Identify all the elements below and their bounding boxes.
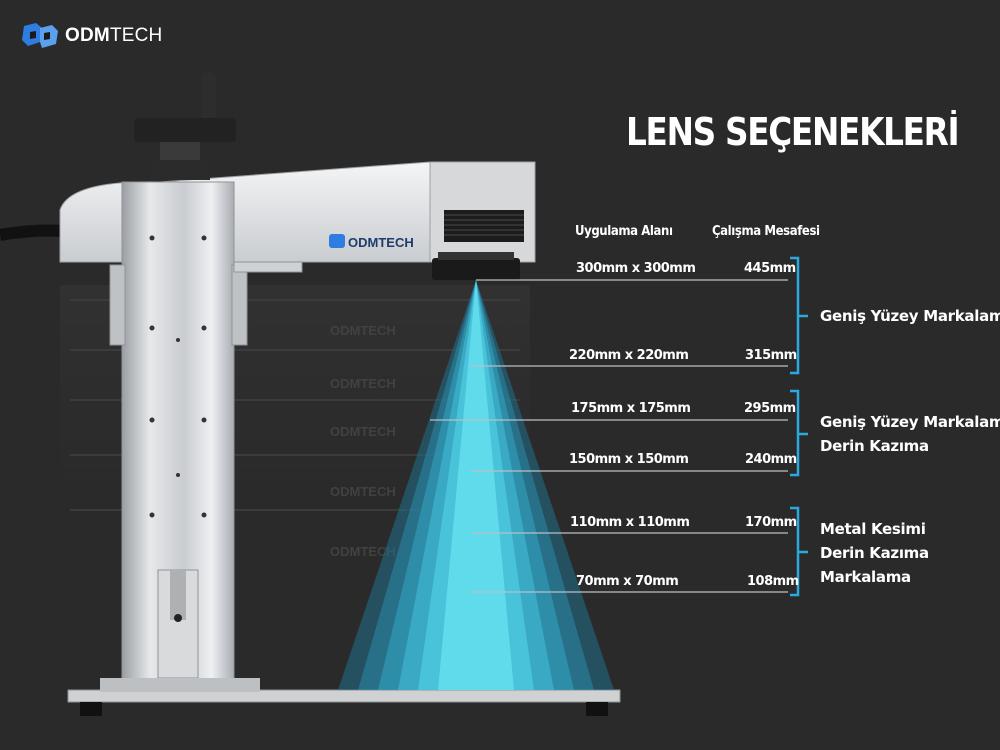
group-label-2: Geniş Yüzey Markalama Derin Kazıma — [820, 410, 1000, 458]
svg-text:ODMTECH: ODMTECH — [348, 235, 414, 250]
group-line: Metal Kesimi — [820, 520, 926, 538]
svg-text:ODMTECH: ODMTECH — [330, 544, 396, 559]
group-line: Geniş Yüzey Markalama — [820, 307, 1000, 325]
group-brackets — [790, 256, 808, 597]
lens-distance-1: 445mm — [744, 261, 796, 276]
svg-text:ODMTECH: ODMTECH — [330, 323, 396, 338]
svg-text:ODMTECH: ODMTECH — [330, 376, 396, 391]
lens-area-5: 110mm x 110mm — [570, 515, 690, 530]
lens — [432, 258, 520, 280]
lens-distance-5: 170mm — [745, 515, 797, 530]
lens-distance-6: 108mm — [747, 574, 799, 589]
brand-name: ODMTECH — [65, 25, 163, 46]
lens-area-2: 220mm x 220mm — [569, 348, 689, 363]
lens-distance-3: 295mm — [744, 401, 796, 416]
group-label-1: Geniş Yüzey Markalama — [820, 304, 1000, 328]
lens-area-6: 70mm x 70mm — [576, 574, 679, 589]
svg-text:ODMTECH: ODMTECH — [330, 424, 396, 439]
brand-logo-icon — [22, 23, 58, 48]
lens-area-3: 175mm x 175mm — [571, 401, 691, 416]
svg-text:ODMTECH: ODMTECH — [330, 484, 396, 499]
indicator-lines — [430, 279, 788, 593]
lens-distance-4: 240mm — [745, 452, 797, 467]
column-header-area: Uygulama Alanı — [575, 224, 673, 239]
laser-beams — [338, 280, 614, 690]
page-title: LENS SEÇENEKLERİ — [626, 110, 960, 154]
lens-area-1: 300mm x 300mm — [576, 261, 696, 276]
group-line: Derin Kazıma — [820, 544, 929, 562]
lens-distance-2: 315mm — [745, 348, 797, 363]
group-line: Derin Kazıma — [820, 437, 929, 455]
group-line: Markalama — [820, 568, 911, 586]
lens-area-4: 150mm x 150mm — [569, 452, 689, 467]
group-label-3: Metal Kesimi Derin Kazıma Markalama — [820, 517, 929, 589]
handwheel — [134, 72, 236, 180]
vent-grille — [444, 210, 524, 242]
brand-logo: ODMTECH — [20, 22, 162, 50]
group-line: Geniş Yüzey Markalama — [820, 413, 1000, 431]
column-header-distance: Çalışma Mesafesi — [712, 224, 820, 239]
machine-logo: ODMTECH — [329, 234, 414, 250]
